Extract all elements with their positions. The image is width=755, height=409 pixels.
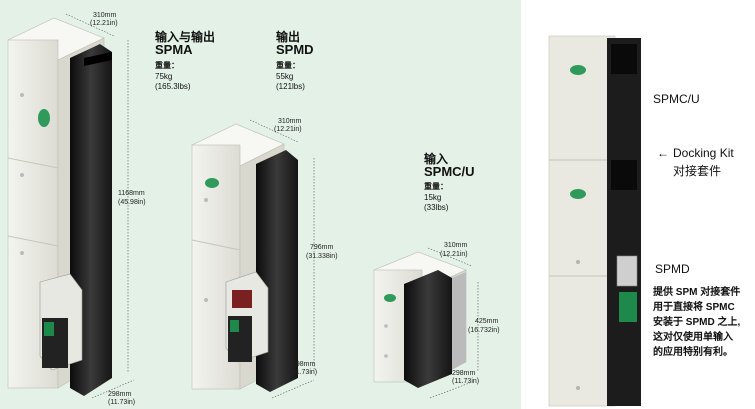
spma-weight-lbs: (165.3lbs) (155, 82, 191, 91)
spmd-width-mm: 310mm (278, 118, 302, 125)
note-line-5: 的应用特别有利。 (653, 347, 733, 358)
spmcu-weight-kg: 15kg (424, 193, 442, 202)
dimension-lines (65, 13, 479, 399)
label-docking-kit-en: Docking Kit (673, 146, 734, 160)
spmd-title-cn: 输出 (276, 30, 301, 44)
spma-depth-in: (11.73in) (108, 399, 136, 406)
spmd-cabinet (191, 123, 298, 392)
spmcu-height-in: (16.732in) (468, 327, 500, 334)
dimension-drawings-panel: 输入与输出 SPMA 重量： 75kg (165.3lbs) 310mm (12… (0, 0, 521, 409)
spma-height-in: (45.98in) (118, 199, 146, 206)
spmcu-width-in: (12.21in) (440, 251, 468, 258)
spmcu-width-mm: 310mm (444, 242, 468, 249)
spmcu-depth-in: (11.73in) (452, 378, 480, 385)
note-line-3: 安装于 SPMD 之上, (653, 317, 741, 328)
cabinet-illustrations (7, 13, 479, 399)
spmd-model: SPMD (276, 42, 314, 57)
spmcu-weight-label: 重量： (424, 182, 448, 191)
spmcu-title-cn: 输入 (424, 152, 449, 166)
spmcu-weight-lbs: (33lbs) (424, 203, 449, 212)
spmd-weight-lbs: (121lbs) (276, 82, 305, 91)
spma-height-mm: 1168mm (118, 190, 145, 197)
spmd-depth-in: (11.73in) (290, 369, 318, 376)
label-spmd: SPMD (655, 262, 690, 276)
spmcu-height-mm: 425mm (475, 318, 499, 325)
spmcu-depth-mm: 298mm (452, 370, 476, 377)
label-spmcu: SPMC/U (653, 92, 700, 106)
spmcu-model: SPMC/U (424, 164, 475, 179)
note-line-2: 用于直接将 SPMC (653, 302, 735, 313)
assembly-panel: SPMC/U ← Docking Kit 对接套件 SPMD 提供 SPM 对接… (521, 0, 755, 409)
spma-depth-mm: 298mm (108, 391, 132, 398)
spma-width-in: (12.21in) (90, 20, 118, 27)
spmd-depth-mm: 298mm (292, 361, 316, 368)
spma-width-mm: 310mm (93, 12, 117, 19)
spmcu-module (373, 251, 467, 388)
spma-weight-kg: 75kg (155, 72, 173, 81)
spmd-height-mm: 796mm (310, 244, 334, 251)
note-line-1: 提供 SPM 对接套件 (653, 287, 741, 298)
stacked-assembly-photo (548, 35, 641, 407)
label-docking-kit-cn: 对接套件 (673, 164, 722, 178)
note-line-4: 这对仅使用单输入 (653, 332, 733, 343)
spma-cabinet (7, 17, 112, 396)
spma-model: SPMA (155, 42, 193, 57)
spmd-width-in: (12.21in) (274, 126, 302, 133)
spmd-weight-kg: 55kg (276, 72, 294, 81)
spmd-weight-label: 重量： (276, 61, 300, 70)
spma-weight-label: 重量： (155, 61, 179, 70)
spmd-height-in: (31.338in) (306, 253, 338, 260)
arrow-left-icon: ← (657, 146, 669, 160)
spma-title-cn: 输入与输出 (155, 30, 216, 44)
